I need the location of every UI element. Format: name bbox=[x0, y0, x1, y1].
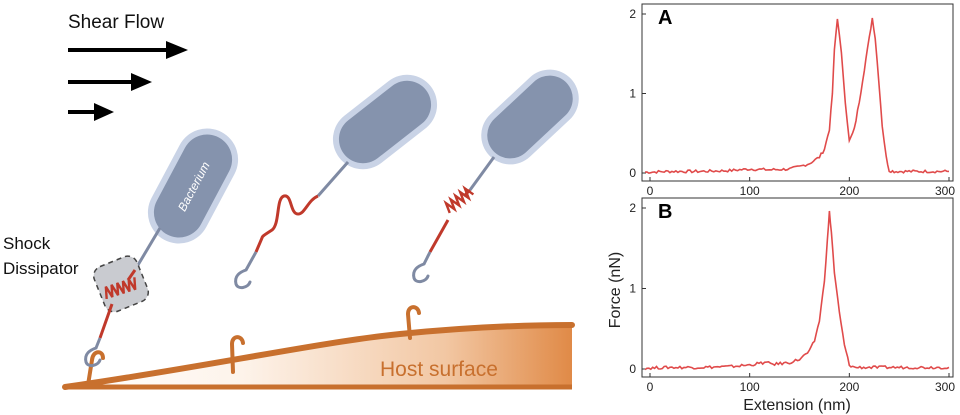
force-extension-trace bbox=[644, 210, 950, 371]
x-tick-label: 200 bbox=[839, 380, 859, 394]
x-tick-label: 300 bbox=[935, 184, 955, 198]
stalk-2 bbox=[316, 161, 350, 197]
x-tick-label: 100 bbox=[740, 184, 760, 198]
shock-label-line1: Shock bbox=[3, 234, 51, 253]
schematic: Shear Flow Host surface bbox=[3, 12, 579, 390]
tip-stalk-2 bbox=[244, 251, 258, 271]
hook-2 bbox=[234, 268, 252, 290]
bacterium-body-2 bbox=[338, 80, 432, 164]
adhesin-linker-bottom bbox=[98, 303, 114, 339]
adhesin-stalk bbox=[133, 227, 162, 271]
y-axis-title: Force (nN) bbox=[607, 252, 624, 328]
x-tick-label: 0 bbox=[647, 380, 654, 394]
chart-panel-b: B 0 1 2 0 100 200 300 bbox=[629, 197, 955, 394]
shock-label-line2: Dissipator bbox=[3, 259, 79, 278]
y-tick-label: 2 bbox=[629, 201, 636, 215]
y-tick-label: 0 bbox=[629, 362, 636, 376]
host-surface-fill bbox=[65, 325, 572, 387]
x-axis-title: Extension (nm) bbox=[743, 397, 851, 414]
bacterium-body-3 bbox=[487, 75, 573, 159]
x-tick-label: 100 bbox=[740, 380, 760, 394]
y-tick-label: 2 bbox=[629, 7, 636, 21]
receptor-3 bbox=[405, 305, 421, 340]
stalk-3 bbox=[468, 156, 496, 191]
plot-frame bbox=[641, 197, 954, 378]
flow-arrow-long bbox=[68, 41, 188, 59]
x-tick-label: 0 bbox=[647, 184, 654, 198]
chart-panel-a: A 0 1 2 0 100 200 300 bbox=[629, 3, 955, 198]
receptor-1 bbox=[86, 350, 105, 387]
panel-letter: B bbox=[658, 201, 672, 223]
y-tick-label: 1 bbox=[629, 87, 636, 101]
host-surface: Host surface bbox=[62, 305, 575, 390]
shock-dissipator-box bbox=[92, 255, 150, 313]
bacterium-attached: Bacterium Shock Dissipator bbox=[3, 128, 239, 368]
adhesin-hook bbox=[84, 346, 102, 368]
x-tick-label: 200 bbox=[839, 184, 859, 198]
bacterium-stretched bbox=[234, 74, 438, 290]
folded-adhesin-spring bbox=[104, 277, 137, 300]
flow-arrow-short bbox=[68, 103, 114, 121]
coiled-adhesin-spring bbox=[443, 185, 475, 214]
receptor-2 bbox=[229, 335, 245, 374]
host-surface-label: Host surface bbox=[380, 358, 498, 381]
y-tick-label: 1 bbox=[629, 282, 636, 296]
bacterium-body bbox=[153, 134, 233, 238]
flow-arrow-medium bbox=[68, 73, 152, 91]
plot-frame bbox=[641, 3, 954, 182]
panel-letter: A bbox=[658, 7, 672, 29]
adhesin-tip-stalk bbox=[94, 337, 102, 349]
adhesin-linker-top bbox=[126, 269, 137, 281]
bacterium-coiled bbox=[412, 69, 579, 284]
shear-flow-label: Shear Flow bbox=[68, 12, 164, 33]
hook-3 bbox=[412, 262, 430, 284]
unfolded-adhesin bbox=[254, 194, 319, 253]
host-surface-edge bbox=[62, 322, 575, 390]
y-tick-label: 0 bbox=[629, 166, 636, 180]
x-tick-label: 300 bbox=[935, 380, 955, 394]
tip-stalk-3 bbox=[422, 251, 432, 265]
linker-3b bbox=[428, 219, 450, 253]
force-extension-trace bbox=[644, 17, 950, 175]
shear-flow-arrows bbox=[68, 41, 188, 121]
